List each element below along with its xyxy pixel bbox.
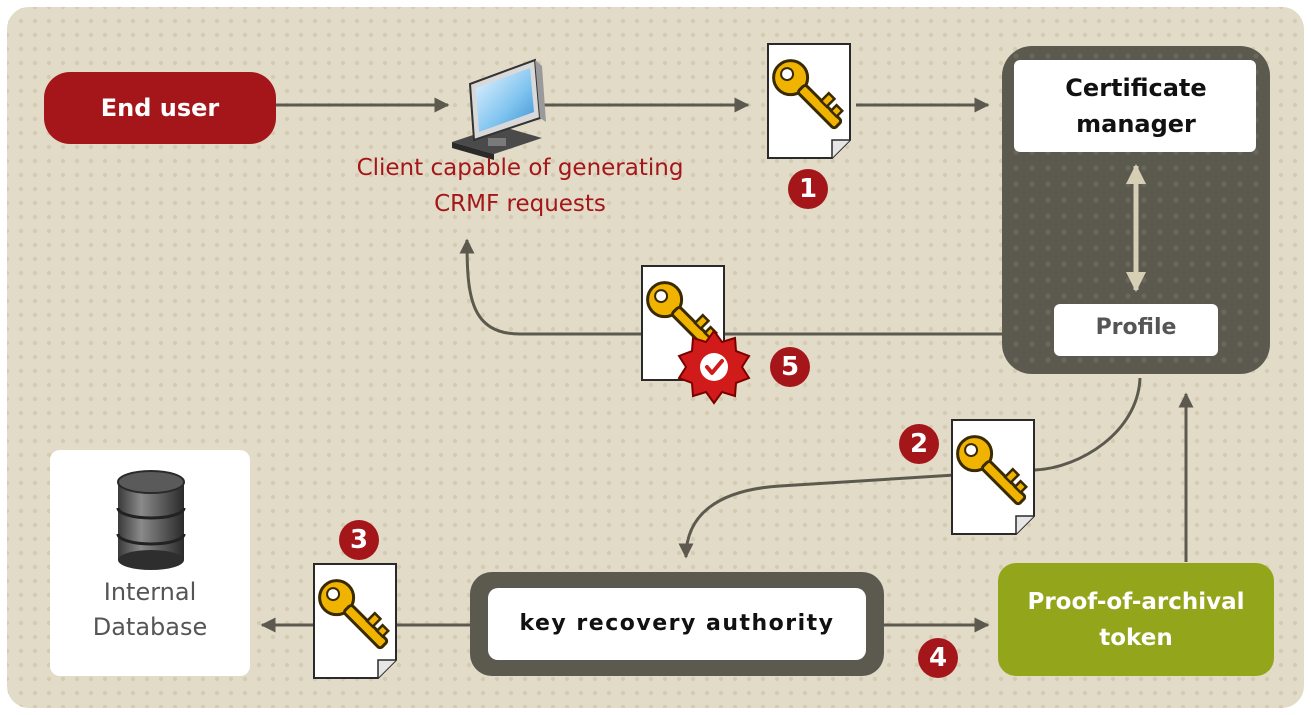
arrow-manager-to-kra — [678, 377, 1142, 559]
internal-database-label: Internal Database — [52, 575, 248, 645]
certificate-manager-label: Certificate manager — [1016, 70, 1256, 142]
seal-check-icon — [677, 329, 751, 405]
client-label-line-2: CRMF requests — [434, 191, 606, 217]
internal-database-line-2: Database — [92, 613, 208, 641]
step-badge-3 — [339, 520, 379, 560]
key-document-icon — [949, 418, 1036, 536]
profile-label: Profile — [1095, 315, 1177, 340]
certificate-manager-line-2: manager — [1076, 110, 1196, 138]
client-label-line-1: Client capable of generating — [356, 155, 684, 181]
step-number-1: 1 — [798, 174, 818, 204]
profile-box — [1054, 304, 1218, 356]
step-number-4: 4 — [928, 643, 948, 673]
step-badge-4 — [918, 638, 958, 678]
proof-of-archival-line-1: Proof-of-archival — [1027, 589, 1245, 615]
certificate-manager-line-1: Certificate — [1065, 74, 1207, 102]
end-user-box — [44, 72, 276, 144]
monitor-icon — [452, 58, 546, 160]
certificate-manager-box — [1014, 60, 1256, 152]
step-number-3: 3 — [349, 525, 369, 555]
step-number-2: 2 — [909, 429, 929, 459]
database-icon — [116, 470, 186, 570]
client-label: Client capable of generating CRMF reques… — [330, 150, 710, 222]
step-number-5: 5 — [780, 352, 800, 382]
proof-of-archival-label: Proof-of-archival token — [1000, 584, 1272, 656]
key-document-icon — [765, 42, 852, 160]
step-badge-1 — [788, 169, 828, 209]
proof-of-archival-box — [998, 563, 1274, 676]
step-badge-2 — [899, 424, 939, 464]
end-user-label: End user — [100, 94, 220, 122]
proof-of-archival-line-2: token — [1099, 625, 1173, 651]
key-recovery-authority-label: key recovery authority — [519, 611, 835, 636]
step-badge-5 — [770, 347, 810, 387]
arrow-issued-cert-to-client — [459, 238, 1002, 336]
key-recovery-authority-box — [488, 588, 866, 660]
key-document-icon — [311, 562, 398, 680]
internal-database-line-1: Internal — [103, 578, 197, 606]
